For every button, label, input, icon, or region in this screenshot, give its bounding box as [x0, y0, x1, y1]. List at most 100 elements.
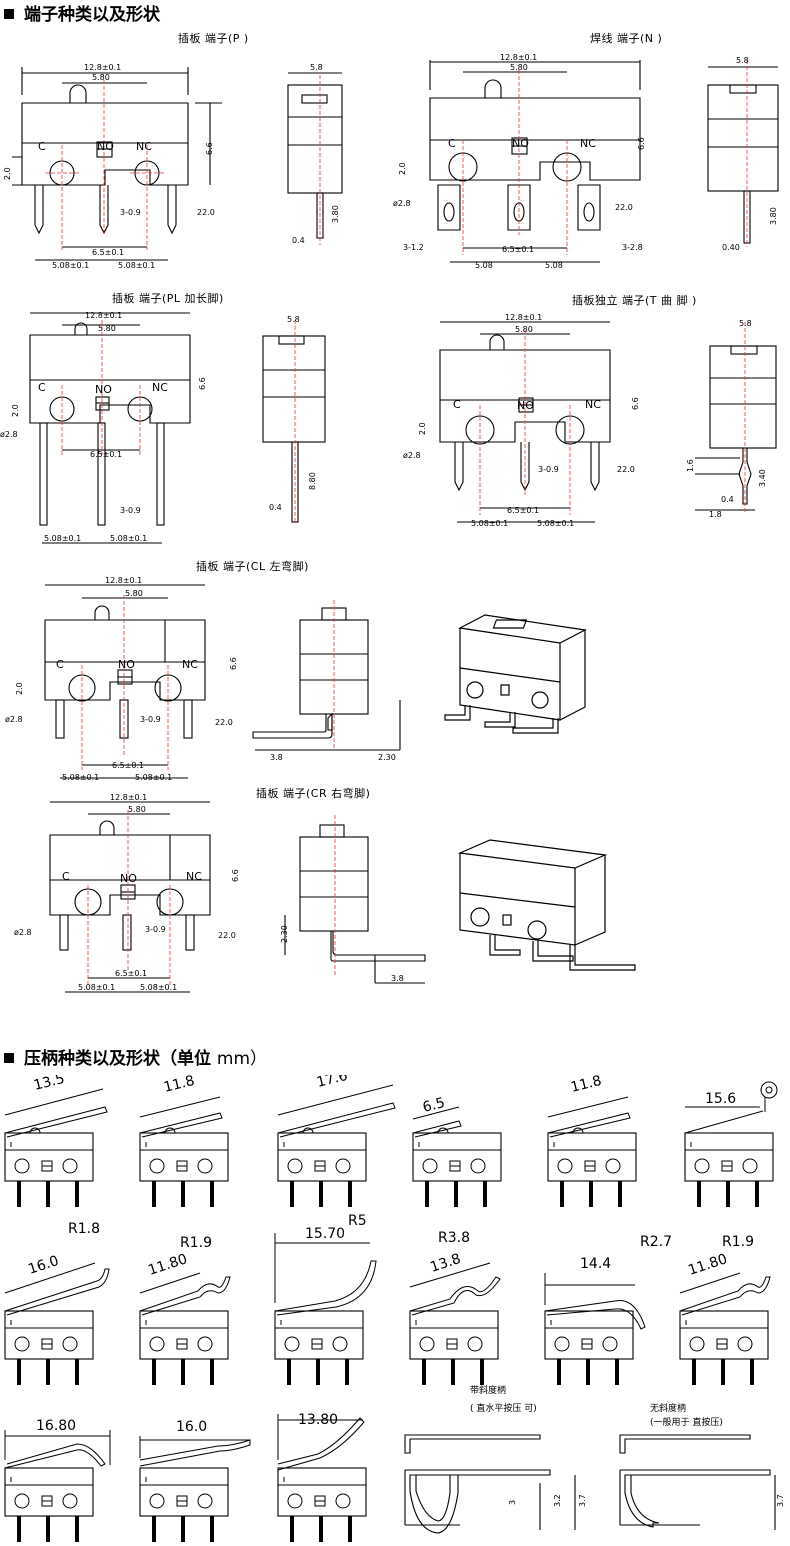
dim-pitch-left: 5.08±0.1	[62, 773, 99, 782]
lever-switch-15	[277, 1414, 367, 1543]
dim-pin-length: 8.80	[308, 472, 317, 490]
dim-pin-thickness: 0.4	[721, 495, 734, 504]
section-title-terminals: 端子种类以及形状	[4, 0, 160, 25]
lever-switch-14	[139, 1436, 251, 1543]
dim-slot: 22.0	[615, 203, 633, 212]
dim-diameter: ø2.8	[0, 430, 18, 439]
side-view-pl: 5.8 0.4 8.80	[262, 315, 326, 523]
lever-radius-12: R1.9	[722, 1234, 754, 1250]
dim-pin-thickness: 0.4	[292, 236, 305, 245]
dim-width: 12.8±0.1	[500, 53, 537, 62]
lever-len-5: 11.8	[569, 1075, 603, 1096]
dim-2-0: 2.0	[398, 162, 407, 175]
dim-side-width: 5.8	[310, 63, 323, 72]
pin-label-nc: NC	[182, 658, 198, 671]
dim-6-5: 6.5±0.1	[92, 248, 124, 257]
dim-pin: 3-0.9	[140, 715, 161, 724]
dim-6-5: 6.5±0.1	[112, 761, 144, 770]
front-view-n: 12.8±0.1 5.80 C NO NC 6.6 2.0 ø2.8 22.0 …	[393, 53, 646, 270]
variant-label-cr: 插板 端子(CR 右弯脚)	[256, 787, 371, 800]
slope-dim-3-7: 3.7	[578, 1494, 587, 1507]
pin-label-no: NO	[517, 399, 534, 412]
pin-label-no: NO	[118, 658, 135, 671]
noslope-lever-note: (一般用于 直按压)	[650, 1416, 723, 1428]
lever-switch-8	[139, 1272, 231, 1386]
dim-pin-thickness: 0.4	[269, 503, 282, 512]
dim-5-80: 5.80	[510, 63, 528, 72]
side-view-p: 5.8 0.4 3.80	[287, 63, 343, 245]
lever-switch-4	[412, 1106, 502, 1208]
slope-lever-detail	[404, 1434, 576, 1534]
dim-pitch-left: 5.08	[475, 261, 493, 270]
section-title-levers: 压柄种类以及形状（单位 mm）	[4, 1044, 267, 1069]
pin-label-no: NO	[120, 872, 137, 885]
pin-label-nc: NC	[186, 870, 202, 883]
lever-drawings: 13.5 11.8 17.6 6.5 11.8 15.6 16.0 R1.8 1…	[4, 1075, 785, 1543]
dim-width: 12.8±0.1	[84, 63, 121, 72]
lever-switch-1	[4, 1088, 108, 1208]
dim-2-30: 2.30	[378, 753, 396, 762]
slope-dim-3: 3	[508, 1500, 517, 1505]
lever-switch-6	[684, 1081, 778, 1208]
side-view-n: 5.8 0.40 3.80	[707, 56, 779, 252]
variant-label-t: 插板独立 端子(T 曲 脚 )	[572, 294, 697, 307]
dim-width: 12.8±0.1	[110, 793, 147, 802]
pin-label-c: C	[62, 870, 70, 883]
dim-2-30: 2.30	[280, 925, 289, 943]
dim-3-8: 3.8	[270, 753, 283, 762]
noslope-lever-detail	[619, 1434, 776, 1530]
dim-pin: 3-0.9	[538, 465, 559, 474]
dim-2-0: 2.0	[418, 422, 427, 435]
lever-switch-10	[409, 1262, 501, 1386]
bullet-square-icon	[4, 9, 14, 19]
lever-switch-11	[544, 1273, 646, 1386]
lever-len-14: 16.0	[176, 1419, 207, 1435]
lever-len-8: 11.80	[146, 1251, 189, 1279]
lever-switch-3	[277, 1084, 396, 1208]
lever-len-9: 15.70	[305, 1226, 345, 1242]
variant-label-cl: 插板 端子(CL 左弯脚)	[196, 560, 309, 573]
dim-3-1-2: 3-1.2	[403, 243, 424, 252]
dim-diameter: ø2.8	[5, 715, 23, 724]
lever-len-11: 14.4	[580, 1256, 611, 1272]
dim-6-5: 6.5±0.1	[115, 969, 147, 978]
dim-slot: 22.0	[617, 465, 635, 474]
dim-pitch-left: 5.08±0.1	[78, 983, 115, 992]
dim-pin-thickness: 0.40	[722, 243, 740, 252]
dim-3-8: 3.8	[391, 974, 404, 983]
pin-label-no: NO	[512, 137, 529, 150]
dim-side-width: 5.8	[287, 315, 300, 324]
dim-6-5: 6.5±0.1	[90, 450, 122, 459]
lever-radius-10: R3.8	[438, 1230, 470, 1246]
dim-5-80: 5.80	[515, 325, 533, 334]
dim-slot: 22.0	[218, 931, 236, 940]
slope-dim-3-2: 3.2	[553, 1494, 562, 1507]
pin-label-nc: NC	[580, 137, 596, 150]
pin-label-c: C	[56, 658, 64, 671]
lever-len-15: 13.80	[298, 1412, 338, 1428]
dim-pitch-right: 5.08±0.1	[140, 983, 177, 992]
lever-len-4: 6.5	[421, 1095, 446, 1116]
dim-side-width: 5.8	[739, 319, 752, 328]
dim-pin: 3-0.9	[120, 506, 141, 515]
dim-pitch-right: 5.08±0.1	[537, 519, 574, 528]
dim-pitch-right: 5.08±0.1	[118, 261, 155, 270]
dim-slot: 22.0	[197, 208, 215, 217]
dim-height: 6.6	[205, 142, 214, 155]
variant-label-p: 插板 端子(P )	[178, 32, 249, 45]
dim-1-8: 1.8	[709, 510, 722, 519]
front-view-t: 12.8±0.1 5.80 C NO NC 6.6 2.0 ø2.8 3-0.9…	[403, 313, 640, 528]
dim-2-0: 2.0	[11, 404, 20, 417]
dim-width: 12.8±0.1	[105, 576, 142, 585]
lever-radius-11: R2.7	[640, 1234, 672, 1250]
dim-5-80: 5.80	[92, 73, 110, 82]
dim-diameter: ø2.8	[393, 199, 411, 208]
dim-side-width: 5.8	[736, 56, 749, 65]
dim-pitch-left: 5.08±0.1	[471, 519, 508, 528]
dim-2-0: 2.0	[3, 167, 12, 180]
dim-height: 6.6	[631, 397, 640, 410]
front-view-cr: 12.8±0.1 5.80 C NO NC 6.6 ø2.8 3-0.9 22.…	[14, 793, 240, 993]
dim-diameter: ø2.8	[14, 928, 32, 937]
dim-pitch-left: 5.08±0.1	[52, 261, 89, 270]
dim-pin-length: 3.80	[331, 205, 340, 223]
